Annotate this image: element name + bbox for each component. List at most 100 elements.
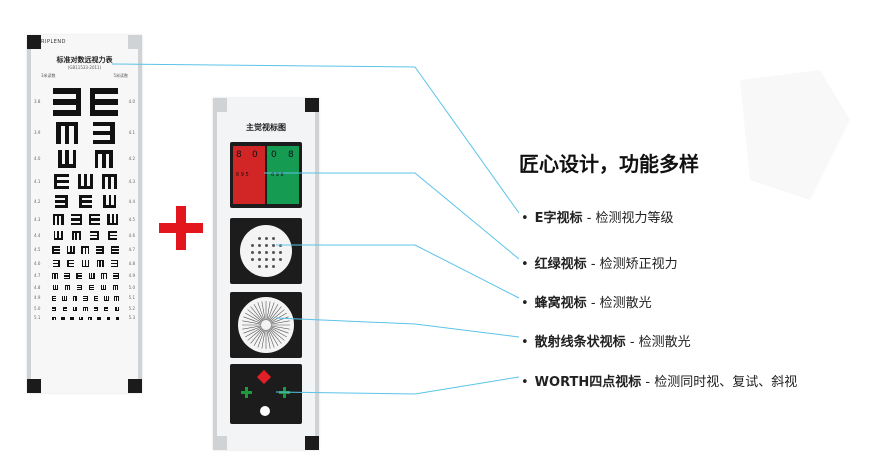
tumbling-e-icon — [89, 214, 101, 225]
tumbling-e-icon — [93, 296, 99, 301]
headline: 匠心设计，功能多样 — [519, 152, 699, 176]
feature-desc: 检测视力等级 — [595, 211, 674, 226]
radial-line — [270, 316, 289, 324]
honeycomb-dot — [271, 265, 275, 268]
tumbling-e-icon — [78, 195, 92, 208]
tumbling-e-icon — [76, 273, 83, 279]
rg-number: 0 — [252, 150, 258, 160]
e-row-label-left: 4.5 — [34, 247, 41, 252]
tumbling-e-icon — [64, 273, 71, 279]
panel-bottom-left-cap — [213, 436, 227, 450]
tumbling-e-icon — [52, 273, 59, 279]
bullet-icon: • — [521, 375, 529, 390]
radial-line — [269, 327, 285, 341]
worth-four-dot-icon — [230, 364, 302, 424]
chart-distance-left: 3米读数 — [41, 73, 56, 78]
bullet-icon: • — [521, 335, 529, 350]
chart-bottom-right-cap — [128, 379, 142, 393]
tumbling-e-icon — [88, 316, 92, 320]
honeycomb-dot — [264, 237, 268, 240]
tumbling-e-icon — [110, 246, 119, 254]
tumbling-e-icon — [70, 316, 74, 320]
tumbling-e-icon — [52, 285, 58, 290]
e-chart-row: 4.9 5.1 — [31, 293, 138, 304]
honeycomb-dot — [257, 265, 261, 268]
radial-line — [257, 329, 265, 348]
tumbling-e-icon — [53, 231, 63, 240]
bullet-icon: • — [521, 211, 529, 226]
e-chart-row: 4.3 4.5 — [31, 211, 138, 228]
tumbling-e-icon — [66, 246, 75, 254]
honeycomb-chart-icon — [230, 218, 302, 284]
callout-line — [275, 376, 520, 395]
honeycomb-dot — [257, 251, 261, 254]
tumbling-e-icon — [51, 316, 56, 320]
honeycomb-dot — [271, 258, 275, 261]
chart-top-left-cap — [27, 35, 41, 49]
tumbling-e-icon — [79, 316, 83, 320]
e-row-label-left: 3.8 — [34, 99, 41, 104]
tumbling-e-icon — [64, 285, 70, 290]
tumbling-e-icon — [53, 174, 69, 189]
honeycomb-dot — [271, 251, 275, 254]
feature-desc: 检测散光 — [638, 335, 691, 350]
panel-top-left-cap — [213, 98, 227, 112]
e-row-label-left: 4.6 — [34, 260, 41, 266]
tumbling-e-icon — [53, 88, 82, 116]
honeycomb-dot — [264, 251, 268, 254]
rg-small-numbers: 6 9 8 — [271, 172, 284, 178]
honeycomb-dot — [278, 258, 282, 261]
tumbling-e-icon — [81, 260, 89, 267]
honeycomb-dot — [264, 258, 268, 261]
feature-red-green: •红绿视标 - 检测矫正视力 — [521, 253, 678, 272]
radial-line — [247, 327, 263, 341]
feature-honeycomb: •蜂窝视标 - 检测散光 — [521, 292, 652, 311]
chart-logo: RIPLEND — [41, 39, 66, 45]
feature-desc: 检测矫正视力 — [599, 257, 678, 272]
tumbling-e-icon — [108, 231, 118, 240]
tumbling-e-icon — [52, 260, 60, 267]
tumbling-e-icon — [112, 273, 119, 279]
honeycomb-dot — [250, 251, 254, 254]
callout-line — [275, 317, 520, 338]
feature-radial-lines: •散射线条状视标 - 检测散光 — [521, 331, 691, 350]
honeycomb-dot — [257, 258, 261, 261]
e-row-label-left: 4.7 — [34, 273, 41, 278]
e-row-label-left: 4.3 — [34, 216, 41, 222]
e-row-label-left: 3.9 — [34, 130, 41, 135]
honeycomb-dot — [257, 244, 261, 247]
radial-line — [261, 329, 266, 349]
e-row-label-right: 4.6 — [128, 232, 135, 238]
feature-name: 散射线条状视标 — [534, 335, 626, 350]
tumbling-e-icon — [104, 296, 109, 301]
honeycomb-dot — [271, 237, 275, 240]
tumbling-e-icon — [114, 306, 119, 311]
radial-line — [247, 309, 263, 323]
rg-number: 0 — [271, 150, 277, 160]
plus-icon-bar — [159, 223, 203, 233]
bullet-icon: • — [521, 257, 529, 272]
feature-sep: - — [582, 211, 596, 226]
radial-line — [245, 312, 262, 323]
radial-line — [266, 329, 271, 349]
tumbling-e-icon — [113, 285, 119, 290]
tumbling-e-icon — [102, 174, 118, 189]
feature-name: E字视标 — [534, 211, 583, 226]
e-row-label-right: 4.7 — [128, 247, 135, 252]
panel-bottom-right-cap — [305, 436, 319, 450]
radial-line — [270, 320, 290, 325]
radial-line — [268, 306, 282, 322]
callout-line — [276, 244, 520, 299]
honeycomb-dot — [264, 265, 268, 268]
e-row-label-left: 4.9 — [34, 295, 41, 301]
e-row-label-right: 5.1 — [128, 295, 135, 301]
chart-title: 标准对数远视力表 — [56, 56, 113, 64]
radial-line — [242, 320, 262, 325]
feature-desc: 检测同时视、复试、斜视 — [654, 375, 798, 390]
e-row-label-right: 4.5 — [128, 216, 135, 222]
e-row-label-left: 4.0 — [34, 156, 41, 161]
